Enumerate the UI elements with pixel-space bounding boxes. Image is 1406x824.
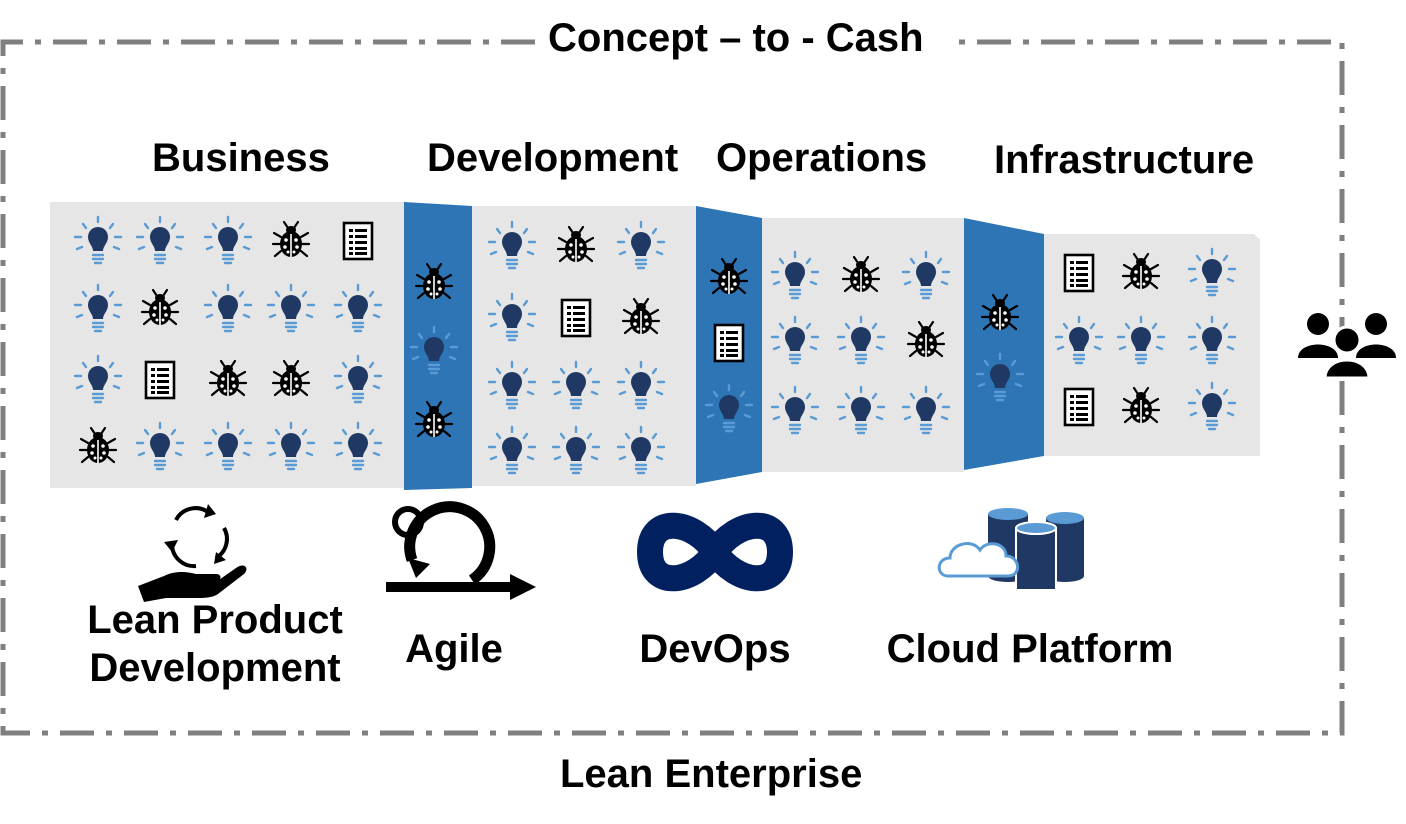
stage-label-operations: Operations (716, 136, 928, 180)
infinity-icon (636, 512, 794, 592)
stage-background-handoff-3 (964, 218, 1044, 470)
practice-label-lean-text: Lean Product Development (87, 598, 343, 690)
people-group-icon (1298, 313, 1396, 380)
document-icon (560, 298, 592, 338)
practice-label-agile: Agile (405, 627, 503, 671)
frame-caption: Lean Enterprise (560, 752, 863, 796)
stage-panel-development (472, 206, 696, 486)
practice-label-cloud: Cloud Platform (886, 627, 1174, 671)
stage-panel-business (50, 202, 404, 488)
document-icon (144, 360, 176, 400)
document-icon (1063, 253, 1095, 293)
document-icon (713, 323, 745, 363)
document-icon (342, 221, 374, 261)
stage-panel-operations (762, 218, 964, 472)
agile-loop-icon (386, 501, 536, 600)
stage-panel-infrastructure (1044, 234, 1260, 456)
hand-cycle-icon (138, 504, 247, 602)
practice-label-lean: Lean Product Development (70, 596, 360, 692)
stage-panel-handoff-2 (696, 206, 762, 484)
stage-label-business: Business (152, 136, 330, 180)
stage-label-infrastructure: Infrastructure (994, 138, 1255, 182)
stage-background-business (50, 202, 404, 488)
practice-label-devops: DevOps (639, 627, 791, 671)
frame-title: Concept – to - Cash (548, 16, 924, 60)
stage-label-development: Development (427, 136, 679, 180)
document-icon (1063, 387, 1095, 427)
stage-panel-handoff-1 (404, 202, 472, 490)
stage-background-development (472, 206, 696, 486)
cloud-database-icon (937, 508, 1084, 591)
stage-panel-handoff-3 (964, 218, 1044, 470)
